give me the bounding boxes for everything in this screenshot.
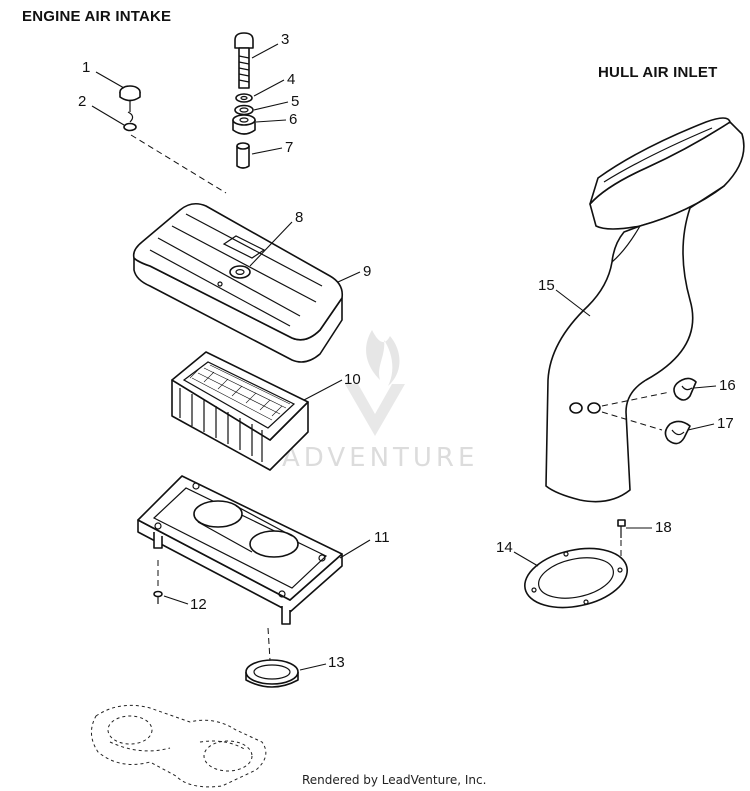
callout-6: 6 bbox=[289, 111, 297, 128]
part-17-clip bbox=[664, 420, 691, 445]
part-9-air-box-cover bbox=[132, 202, 344, 363]
callout-9: 9 bbox=[363, 263, 371, 280]
callout-numbers: 1 2 3 4 5 6 7 8 9 10 11 12 13 14 15 16 1… bbox=[78, 31, 736, 671]
callout-13: 13 bbox=[328, 654, 345, 671]
callout-2: 2 bbox=[78, 93, 86, 110]
footer-credit: Rendered by LeadVenture, Inc. bbox=[302, 773, 487, 787]
part-1-knob bbox=[119, 85, 141, 112]
part-10-filter bbox=[171, 351, 309, 471]
engine-air-intake-title: ENGINE AIR INTAKE bbox=[22, 8, 172, 25]
part-7-spacer bbox=[236, 142, 250, 169]
alignment-line-2-9 bbox=[130, 134, 227, 194]
callout-8: 8 bbox=[295, 209, 303, 226]
callout-5: 5 bbox=[291, 93, 299, 110]
callout-10: 10 bbox=[344, 371, 361, 388]
part-14-ring-plate bbox=[524, 547, 628, 609]
callout-18: 18 bbox=[655, 519, 672, 536]
watermark-text: ADVENTURE bbox=[282, 443, 478, 473]
alignment-line-17 bbox=[601, 411, 663, 431]
hull-air-inlet-title: HULL AIR INLET bbox=[598, 64, 718, 81]
alignment-line-13 bbox=[267, 627, 271, 661]
part-2-washer bbox=[123, 111, 137, 132]
callout-3: 3 bbox=[281, 31, 289, 48]
callout-12: 12 bbox=[190, 596, 207, 613]
part-12-screw bbox=[153, 590, 163, 604]
alignment-line-16 bbox=[601, 391, 671, 407]
filter-mesh bbox=[189, 364, 291, 421]
carburetor-ghost-outline bbox=[91, 704, 267, 788]
part-13-boot bbox=[245, 659, 299, 688]
callout-7: 7 bbox=[285, 139, 293, 156]
part-5-o-ring bbox=[234, 104, 254, 116]
callout-1: 1 bbox=[82, 59, 90, 76]
callout-15: 15 bbox=[538, 277, 555, 294]
callout-4: 4 bbox=[287, 71, 295, 88]
callout-17: 17 bbox=[717, 415, 734, 432]
callout-16: 16 bbox=[719, 377, 736, 394]
part-11-base-plate bbox=[137, 475, 343, 625]
part-4-washer bbox=[235, 93, 253, 103]
callout-11: 11 bbox=[374, 529, 390, 546]
part-18-screw bbox=[617, 519, 626, 538]
part-6-grommet bbox=[232, 114, 256, 135]
callout-14: 14 bbox=[496, 539, 513, 556]
part-3-bolt bbox=[234, 32, 254, 89]
part-15-inlet-duct bbox=[545, 117, 745, 503]
part-16-clip bbox=[673, 377, 697, 401]
leader-lines bbox=[91, 43, 717, 671]
adventure-watermark: ADVENTURE bbox=[282, 330, 478, 473]
